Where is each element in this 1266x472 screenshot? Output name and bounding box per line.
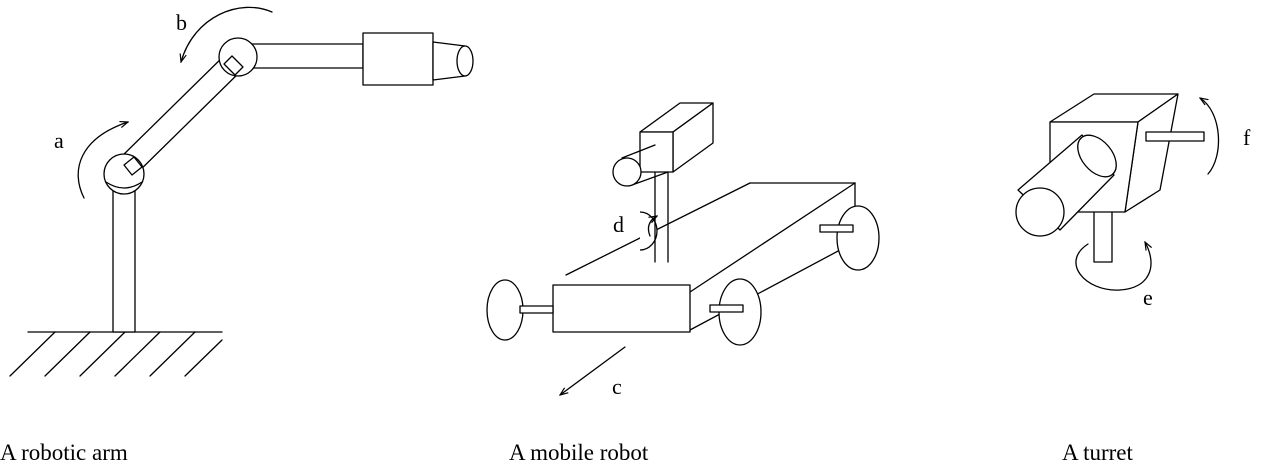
label-c: c	[612, 374, 622, 399]
rotation-arrow-d	[647, 216, 657, 237]
arm-forearm	[237, 43, 364, 69]
wheel-front-left	[486, 279, 554, 341]
wheel-rear-right	[819, 205, 880, 271]
caption-turret: A turret	[1062, 440, 1134, 465]
rotation-arrow-a	[77, 122, 128, 199]
robotic-arm-figure: a b A robotic arm	[0, 6, 474, 465]
caption-robotic-arm: A robotic arm	[0, 440, 128, 465]
turret-barrel	[1015, 134, 1117, 237]
rotation-arrow-b	[181, 6, 273, 62]
shoulder-joint	[103, 153, 145, 195]
turret-figure: e f A turret	[1015, 93, 1251, 465]
rotation-arrow-f	[1200, 98, 1220, 175]
camera-mast	[639, 169, 669, 263]
elbow-joint	[218, 37, 258, 77]
label-f: f	[1243, 125, 1251, 150]
turret-post	[1093, 204, 1113, 263]
chassis-body	[565, 182, 856, 331]
ground-hatching	[9, 331, 223, 377]
front-axle-box	[552, 284, 691, 333]
arm-base-column	[112, 189, 136, 333]
motion-arrow-c	[560, 346, 626, 395]
camera-head	[612, 102, 714, 187]
label-d: d	[613, 212, 624, 237]
arm-gripper	[362, 32, 474, 86]
wheel-front-right	[709, 278, 762, 346]
rotation-arrow-e	[1075, 242, 1151, 291]
turret-tilt-axle	[1145, 131, 1205, 142]
mobile-robot-figure: d c A mobile robot	[486, 102, 880, 465]
label-b: b	[176, 10, 187, 35]
label-a: a	[54, 128, 64, 153]
caption-mobile-robot: A mobile robot	[509, 440, 649, 465]
label-e: e	[1143, 285, 1153, 310]
